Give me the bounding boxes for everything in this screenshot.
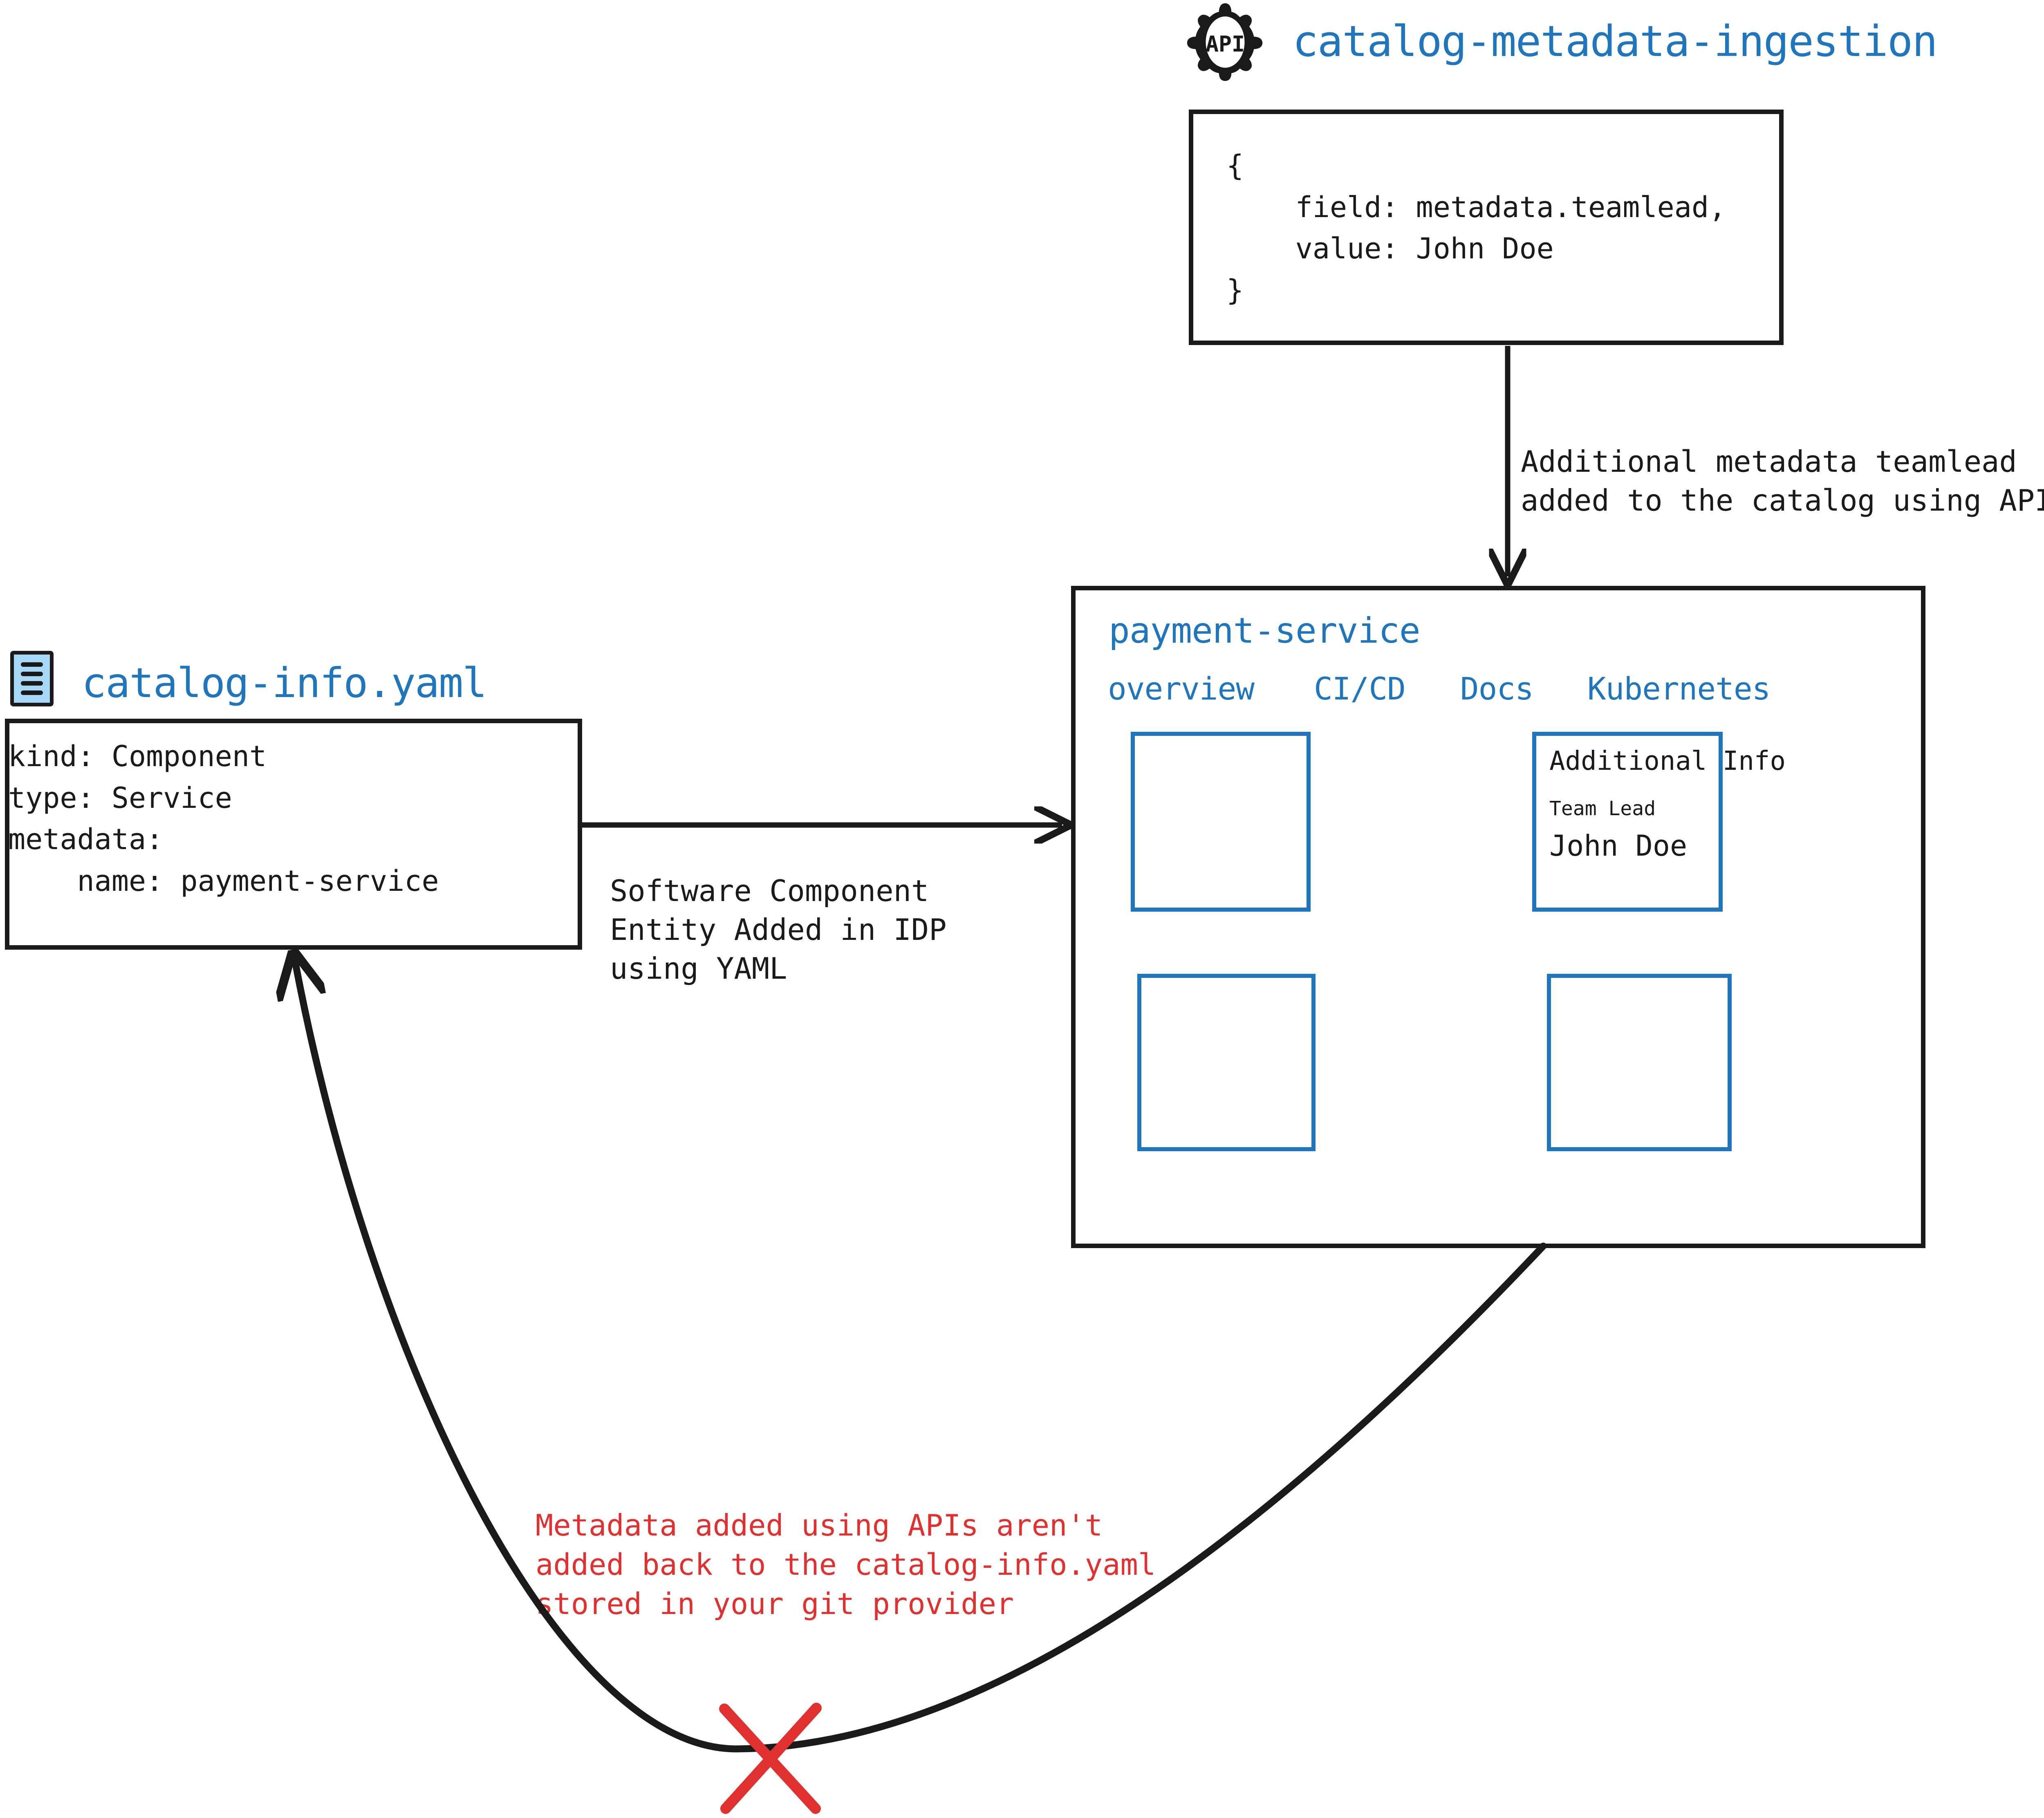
red-x-icon	[719, 1703, 822, 1814]
catalog-info-yaml-code: kind: Component type: Service metadata: …	[8, 740, 439, 898]
api-source-title: catalog-metadata-ingestion	[1293, 16, 1938, 66]
yaml-source-title: catalog-info.yaml	[82, 659, 487, 707]
bottom-right-card	[1547, 974, 1732, 1151]
bottom-left-card	[1137, 974, 1316, 1151]
tab-kubernetes[interactable]: Kubernetes	[1587, 670, 1771, 707]
page-title: payment-service	[1109, 610, 1421, 651]
tab-docs[interactable]: Docs	[1460, 670, 1534, 707]
tab-cicd[interactable]: CI/CD	[1314, 670, 1406, 707]
tab-overview[interactable]: overview	[1108, 670, 1255, 707]
warning-note: Metadata added using APIs aren't added b…	[536, 1508, 1156, 1621]
additional-info-title: Additional Info	[1549, 746, 1786, 776]
panel-tab-bar: overview CI/CD Docs Kubernetes	[1108, 670, 1885, 707]
team-lead-label: Team Lead	[1549, 797, 1656, 820]
yaml-file-icon	[10, 651, 54, 706]
additional-info-card	[1532, 732, 1723, 912]
api-payload-box	[1189, 110, 1784, 345]
team-lead-value: John Doe	[1549, 829, 1688, 863]
api-icon-text: API	[1206, 31, 1245, 57]
api-arrow-label: Additional metadata teamlead added to th…	[1521, 444, 2044, 518]
overview-card	[1131, 732, 1311, 912]
api-gear-icon: API	[1186, 3, 1264, 81]
yaml-arrow-label: Software Component Entity Added in IDP u…	[610, 874, 947, 986]
api-payload-code: { field: metadata.teamlead, value: John …	[1226, 149, 1726, 307]
